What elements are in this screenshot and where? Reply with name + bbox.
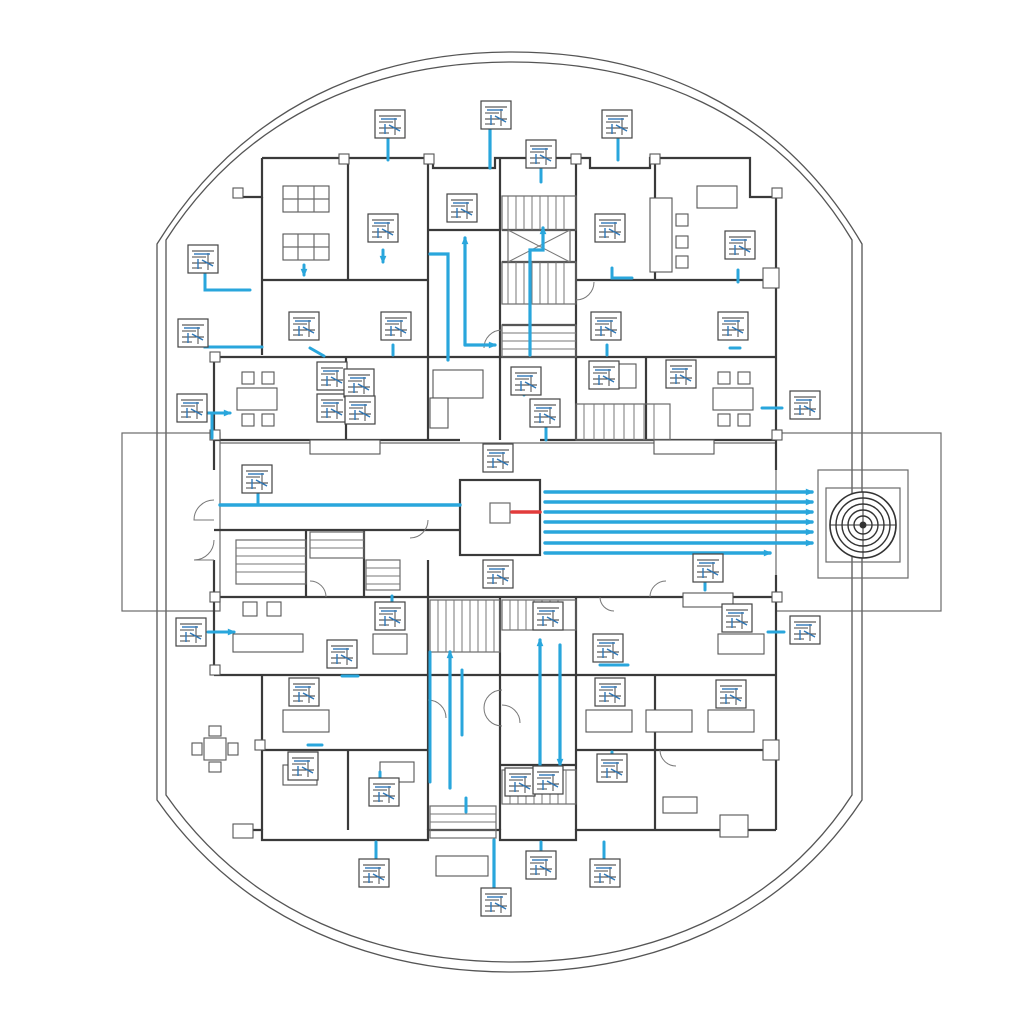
north-riser: [528, 226, 545, 357]
west-branch: [203, 333, 264, 349]
room-branch: [308, 346, 326, 358]
duct-arrow-head: [805, 539, 814, 547]
hvac-terminal-symbol-icon: [368, 777, 400, 807]
duct-arrow-head: [805, 508, 814, 516]
hvac-terminal-symbol-icon: [287, 751, 319, 781]
hvac-terminal-symbol-icon: [343, 368, 375, 398]
hvac-terminal-symbol-icon: [596, 753, 628, 783]
hvac-terminal-symbol-icon: [721, 603, 753, 633]
duct-arrow-head: [556, 758, 564, 767]
hvac-terminal-symbol-icon: [715, 679, 747, 709]
hvac-terminal-symbol-icon: [288, 677, 320, 707]
hvac-terminal-symbol-icon: [594, 677, 626, 707]
hvac-terminal-symbol-icon: [482, 443, 514, 473]
west-branch: [203, 266, 252, 292]
hvac-terminal-symbol-icon: [176, 393, 208, 423]
duct-arrow-head: [805, 498, 814, 506]
hvac-terminal-symbol-icon: [480, 887, 512, 917]
hvac-terminal-symbol-icon: [592, 633, 624, 663]
hvac-terminal-symbol-icon: [326, 639, 358, 669]
hvac-terminal-symbol-icon: [177, 318, 209, 348]
duct-arrow-head: [488, 341, 497, 349]
ventilation-fan-icon: [817, 469, 909, 579]
hvac-terminal-symbol-icon: [601, 109, 633, 139]
hvac-terminal-symbol-icon: [504, 767, 536, 797]
structural-columns: [209, 153, 783, 839]
hvac-terminal-symbol-icon: [374, 601, 406, 631]
hvac-terminal-symbol-icon: [589, 858, 621, 888]
hvac-terminal-symbol-icon: [510, 366, 542, 396]
hvac-terminal-symbol-icon: [367, 213, 399, 243]
hvac-terminal-symbol-icon: [480, 100, 512, 130]
hvac-terminal-symbol-icon: [692, 553, 724, 583]
duct-arrow-head: [763, 549, 772, 557]
hvac-terminal-symbol-icon: [380, 311, 412, 341]
hvac-terminal-symbol-icon: [590, 311, 622, 341]
hvac-terminal-symbol-icon: [241, 464, 273, 494]
duct-arrow-head: [379, 255, 387, 264]
hvac-terminal-symbol-icon: [358, 858, 390, 888]
hvac-terminal-symbol-icon: [525, 139, 557, 169]
hvac-terminal-symbol-icon: [525, 850, 557, 880]
duct-arrow-head: [223, 409, 232, 417]
hvac-terminal-symbol-icon: [588, 360, 620, 390]
room-branch: [610, 266, 634, 280]
hvac-terminal-symbol-icon: [187, 244, 219, 274]
hvac-terminal-symbol-icon: [789, 390, 821, 420]
hvac-terminal-symbol-icon: [374, 109, 406, 139]
hvac-terminal-symbol-icon: [789, 615, 821, 645]
duct-arrow-head: [446, 650, 454, 659]
duct-arrow-head: [805, 528, 814, 536]
duct-arrow-head: [536, 638, 544, 647]
hvac-terminal-symbol-icon: [717, 311, 749, 341]
north-riser: [428, 252, 450, 362]
hvac-terminal-symbol-icon: [175, 617, 207, 647]
hvac-terminal-symbol-icon: [529, 398, 561, 428]
duct-arrow-head: [805, 488, 814, 496]
hvac-terminal-symbol-icon: [344, 395, 376, 425]
hvac-terminal-symbol-icon: [724, 230, 756, 260]
furniture: [191, 185, 765, 877]
stairwells: [235, 195, 671, 839]
hvac-terminal-symbol-icon: [288, 311, 320, 341]
hvac-terminal-symbol-icon: [532, 765, 564, 795]
duct-arrow-head: [461, 236, 469, 245]
hvac-terminal-symbol-icon: [594, 213, 626, 243]
hvac-terminal-symbol-icon: [665, 359, 697, 389]
duct-arrow-head: [300, 268, 308, 277]
duct-arrow-head: [227, 628, 236, 636]
hvac-terminal-symbol-icon: [446, 193, 478, 223]
hvac-terminal-symbol-icon: [316, 393, 348, 423]
door-swings: [193, 281, 677, 767]
hvac-terminal-symbol-icon: [316, 361, 348, 391]
duct-arrow-head: [539, 226, 547, 235]
terminal-symbols: [175, 100, 821, 917]
hvac-terminal-symbol-icon: [482, 559, 514, 589]
hvac-terminal-symbol-icon: [532, 601, 564, 631]
duct-arrow-head: [805, 518, 814, 526]
